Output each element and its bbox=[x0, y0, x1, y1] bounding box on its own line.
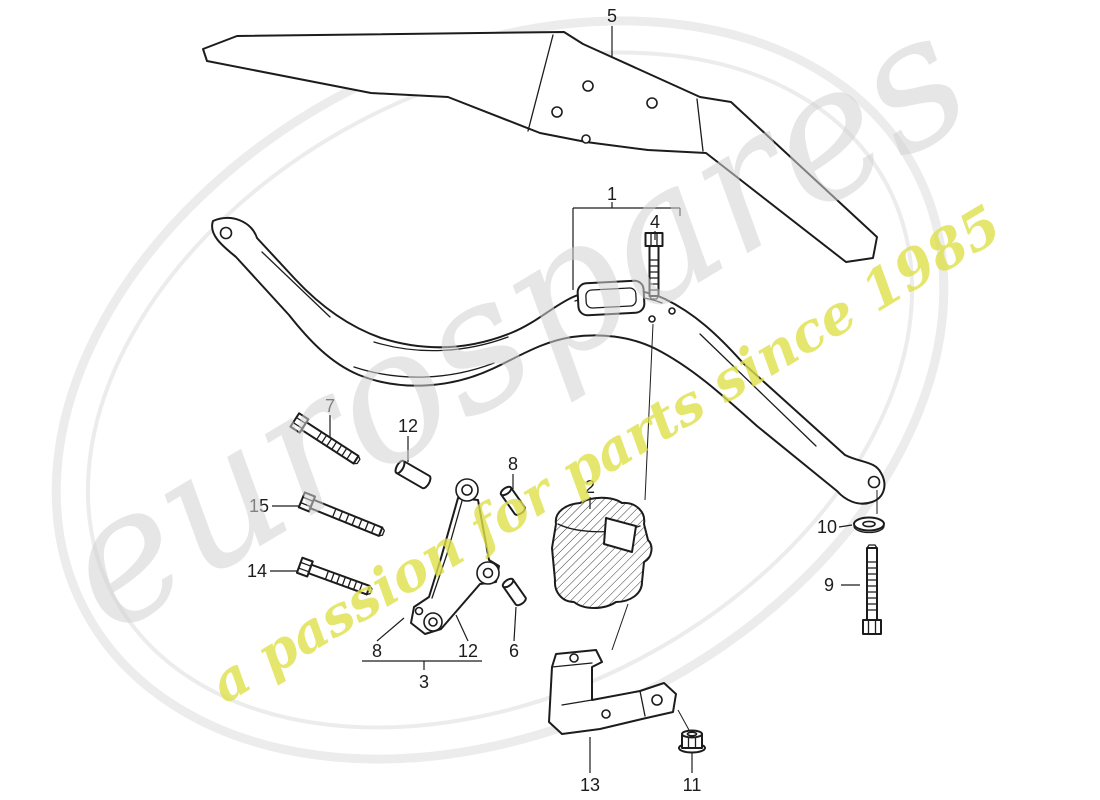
part-5-mounting-plate bbox=[202, 31, 878, 263]
washer-10 bbox=[853, 516, 885, 534]
bolt-15 bbox=[297, 491, 386, 537]
bolt-14 bbox=[295, 556, 373, 596]
callout-8-upper: 8 bbox=[508, 454, 518, 474]
bolt-4 bbox=[644, 232, 664, 300]
leader-1-group bbox=[572, 202, 681, 290]
axis-line-lower bbox=[611, 603, 629, 651]
axis-line-nut bbox=[677, 709, 690, 731]
line-art: 5 1 4 7 12 8 15 2 14 10 9 8 12 3 6 13 11 bbox=[202, 6, 886, 795]
callout-2: 2 bbox=[585, 477, 595, 497]
callout-12-lower: 12 bbox=[458, 641, 478, 661]
leader-8-lower bbox=[376, 617, 405, 642]
callout-13: 13 bbox=[580, 775, 600, 795]
leader-12-lower bbox=[455, 614, 469, 642]
part-1-top-pad bbox=[576, 279, 646, 317]
callout-12-upper: 12 bbox=[398, 416, 418, 436]
pin-6 bbox=[501, 577, 527, 607]
callout-9: 9 bbox=[824, 575, 834, 595]
callout-3: 3 bbox=[419, 672, 429, 692]
leader-6 bbox=[513, 606, 517, 642]
bolt-9 bbox=[862, 544, 882, 635]
callout-5: 5 bbox=[607, 6, 617, 26]
axis-line-center bbox=[644, 323, 654, 501]
leader-3-group bbox=[362, 660, 482, 670]
bolt-7 bbox=[289, 412, 361, 465]
part-13-support-bracket bbox=[548, 649, 677, 735]
callout-15: 15 bbox=[249, 496, 269, 516]
callout-numbers: 5 1 4 7 12 8 15 2 14 10 9 8 12 3 6 13 11 bbox=[247, 6, 837, 795]
callout-6: 6 bbox=[509, 641, 519, 661]
part-1-cross-member bbox=[211, 217, 886, 505]
leader-10 bbox=[838, 524, 853, 528]
callout-7: 7 bbox=[325, 396, 335, 416]
leader-lines bbox=[270, 26, 860, 773]
part-2-rubber-mount bbox=[551, 496, 653, 609]
nut-11 bbox=[678, 729, 706, 754]
callout-8-lower: 8 bbox=[372, 641, 382, 661]
callout-14: 14 bbox=[247, 561, 267, 581]
callout-1: 1 bbox=[607, 184, 617, 204]
callout-4: 4 bbox=[650, 212, 660, 232]
callout-11: 11 bbox=[683, 775, 702, 795]
callout-10: 10 bbox=[817, 517, 837, 537]
part-3-bracket bbox=[410, 478, 500, 635]
pin-8-upper bbox=[499, 485, 526, 516]
pin-12-upper bbox=[394, 459, 432, 490]
